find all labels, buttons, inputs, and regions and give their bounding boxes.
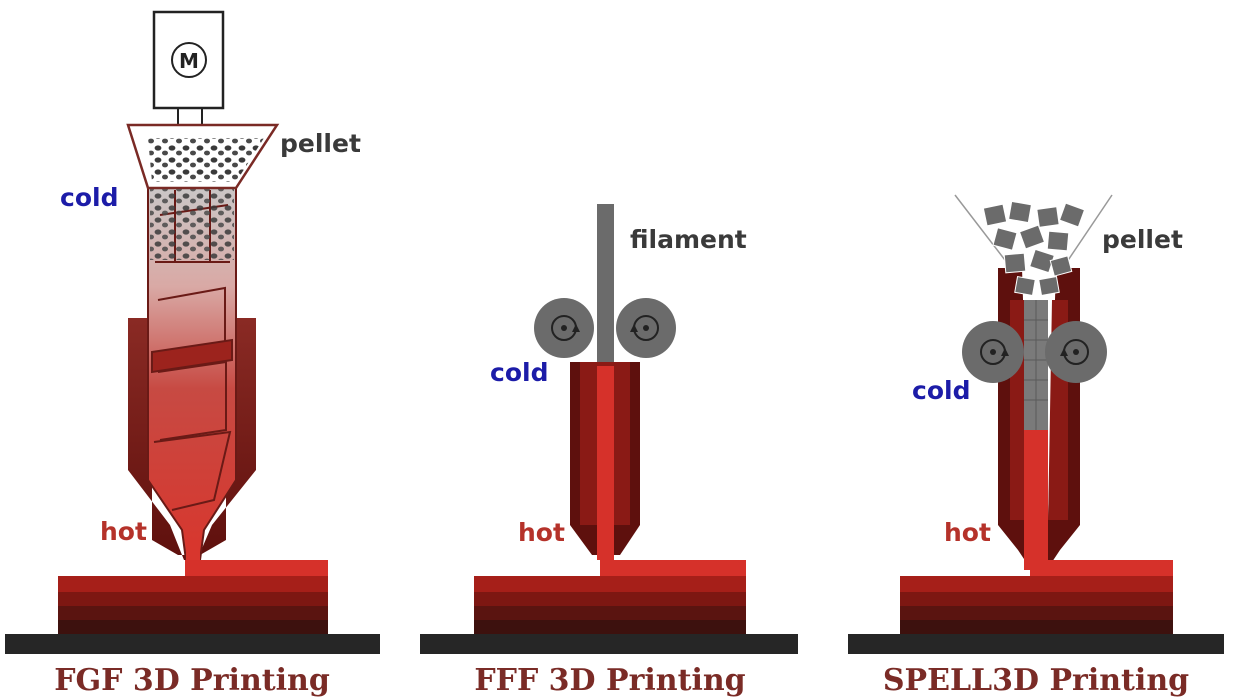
- fff-melt-channel: [597, 366, 614, 560]
- spell3d-melt-channel: [1024, 430, 1048, 570]
- spell3d-feed-label: pellet: [1102, 225, 1183, 254]
- fff-hot-label: hot: [518, 518, 565, 547]
- fff-title: FFF 3D Printing: [474, 663, 745, 698]
- fff-panel: filament cold hot FFF 3D Printing: [420, 204, 798, 698]
- spell3d-panel: pellet cold hot SPELL3D Printing: [848, 194, 1224, 698]
- fff-feed-label: filament: [630, 225, 747, 254]
- fgf-build-plate: [5, 634, 380, 654]
- spell3d-left-roller-icon: [962, 321, 1024, 383]
- fgf-printed-part: [58, 560, 328, 634]
- spell3d-right-roller-icon: [1045, 321, 1107, 383]
- spell3d-hopper-pellets: [982, 200, 1086, 297]
- fff-filament: [597, 204, 614, 366]
- spell3d-hot-label: hot: [944, 518, 991, 547]
- motor-icon: M: [152, 10, 225, 140]
- fff-build-plate: [420, 634, 798, 654]
- spell3d-printed-part: [900, 560, 1173, 634]
- fgf-pellets-barrel: [150, 185, 234, 260]
- fgf-cold-label: cold: [60, 183, 118, 212]
- fgf-feed-label: pellet: [280, 129, 361, 158]
- fff-right-roller-icon: [616, 298, 676, 358]
- fff-cold-label: cold: [490, 358, 548, 387]
- fgf-panel: M: [5, 10, 380, 698]
- spell3d-cold-label: cold: [912, 376, 970, 405]
- spell3d-build-plate: [848, 634, 1224, 654]
- motor-symbol: M: [179, 49, 199, 73]
- fgf-hot-label: hot: [100, 517, 147, 546]
- fgf-title: FGF 3D Printing: [54, 663, 330, 698]
- fff-left-roller-icon: [534, 298, 594, 358]
- fff-printed-part: [474, 560, 746, 634]
- spell3d-title: SPELL3D Printing: [883, 663, 1189, 698]
